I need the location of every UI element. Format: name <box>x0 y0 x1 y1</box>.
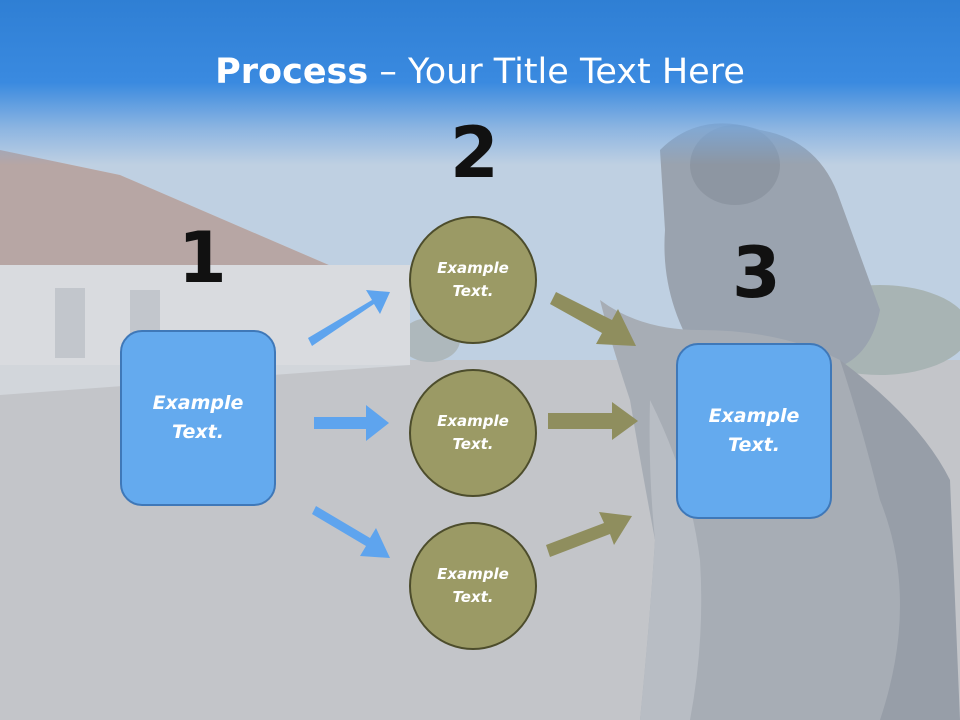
olive-arrow-right <box>548 402 638 440</box>
title-strong: Process <box>215 52 369 92</box>
slide-title: Process – Your Title Text Here <box>0 52 960 92</box>
circle-bottom-label: Example Text. <box>437 565 509 606</box>
blue-arrow-right <box>314 405 389 441</box>
circle-top-label: Example Text. <box>437 259 509 300</box>
step-3-box[interactable]: Example Text. <box>676 343 832 519</box>
step-1-box-label: Example Text. <box>152 392 244 443</box>
blue-arrow-up <box>308 290 390 346</box>
step-number-3: 3 <box>732 232 781 314</box>
circle-middle-label: Example Text. <box>437 412 509 453</box>
blue-arrow-down <box>312 506 390 558</box>
step-2-circle-top[interactable]: Example Text. <box>409 216 537 344</box>
step-2-circle-bottom[interactable]: Example Text. <box>409 522 537 650</box>
step-3-box-label: Example Text. <box>708 405 800 456</box>
step-1-box[interactable]: Example Text. <box>120 330 276 506</box>
olive-arrow-up <box>546 512 632 557</box>
step-number-2: 2 <box>450 112 499 194</box>
title-bar <box>0 0 960 165</box>
step-2-circle-middle[interactable]: Example Text. <box>409 369 537 497</box>
step-number-1: 1 <box>178 217 227 299</box>
title-rest: – Your Title Text Here <box>368 52 745 92</box>
olive-arrow-down <box>550 292 636 346</box>
